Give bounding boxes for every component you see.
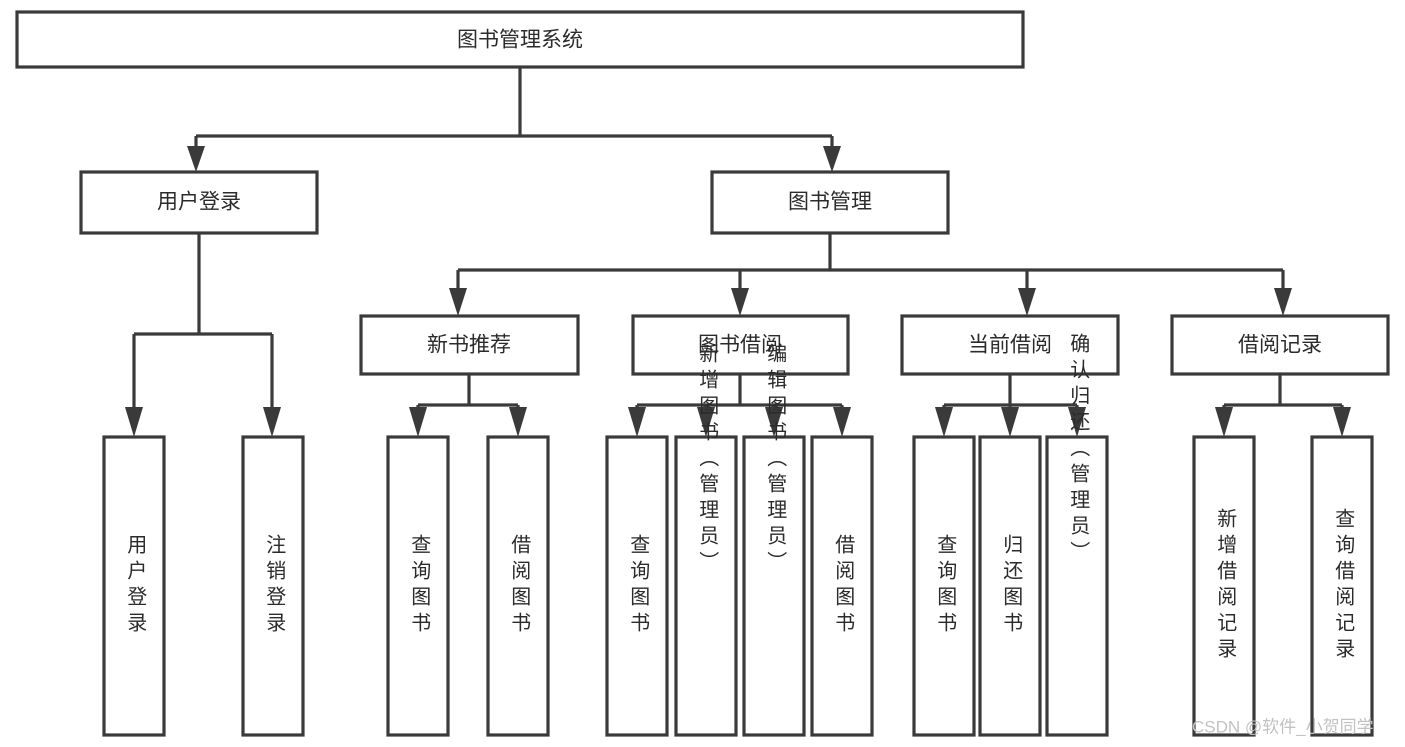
leaf-node-cb-query-book[interactable]: 查询图书: [912, 435, 976, 737]
csdn-watermark: CSDN @软件_小贺同学: [1192, 717, 1374, 736]
leaf-node-br-add-record-label: 新增借阅记录: [1214, 508, 1237, 664]
leaf-node-nb-query-book[interactable]: 查询图书: [386, 435, 450, 737]
node-book-management[interactable]: 图书管理: [710, 170, 950, 235]
arrow-head-leaf-br-2: [1333, 407, 1351, 437]
leaf-node-user-login[interactable]: 用户登录: [102, 435, 166, 737]
leaf-node-bb-borrow-book-box[interactable]: [810, 435, 874, 737]
node-borrow-records-label: 借阅记录: [1238, 334, 1322, 357]
connector-layer: [125, 67, 1351, 437]
leaf-node-nb-borrow-book-box[interactable]: [486, 435, 550, 737]
leaf-node-br-query-record-label: 查询借阅记录: [1332, 508, 1355, 664]
leaf-node-br-query-record[interactable]: 查询借阅记录: [1310, 435, 1374, 737]
leaf-node-cb-confirm-return-label: 确认归还（管理员）: [1067, 333, 1090, 567]
leaf-node-cb-return-book[interactable]: 归还图书: [978, 435, 1042, 737]
arrow-head-leaf-user-login: [125, 407, 143, 437]
arrow-head-current-borrow: [1018, 288, 1036, 316]
leaf-node-user-login-box[interactable]: [102, 435, 166, 737]
leaf-node-bb-add-book-label: 新增图书（管理员）: [696, 343, 719, 577]
node-new-book-recommend[interactable]: 新书推荐: [359, 314, 580, 376]
arrow-head-book-borrow: [731, 288, 749, 316]
node-current-borrow[interactable]: 当前借阅: [900, 314, 1120, 376]
leaf-node-cb-query-book-box[interactable]: [912, 435, 976, 737]
leaf-node-cb-return-book-box[interactable]: [978, 435, 1042, 737]
node-new-book-recommend-label: 新书推荐: [427, 334, 511, 357]
leaf-node-logout-label: 注销登录: [263, 534, 286, 638]
node-root-system[interactable]: 图书管理系统: [15, 10, 1025, 69]
leaf-node-logout-box[interactable]: [241, 435, 305, 737]
arrow-head-leaf-cb-3: [1068, 407, 1086, 437]
leaf-node-nb-query-book-label: 查询图书: [408, 534, 431, 638]
leaf-node-bb-borrow-book-label: 借阅图书: [832, 534, 855, 638]
arrow-head-leaf-bb-3: [765, 407, 783, 437]
arrow-head-borrow-records: [1274, 288, 1292, 316]
arrow-head-leaf-nb-1: [409, 407, 427, 437]
node-book-borrow[interactable]: 图书借阅: [631, 314, 850, 376]
arrow-head-leaf-bb-2: [697, 407, 715, 437]
leaf-node-user-login-label: 用户登录: [124, 534, 147, 638]
leaf-node-br-add-record-box[interactable]: [1192, 435, 1256, 737]
leaf-node-bb-add-book-box[interactable]: [674, 435, 738, 737]
arrow-head-user-login: [187, 146, 205, 172]
leaf-node-nb-borrow-book-label: 借阅图书: [508, 534, 531, 638]
leaf-node-nb-borrow-book[interactable]: 借阅图书: [486, 435, 550, 737]
leaf-node-bb-edit-book-box[interactable]: [742, 435, 806, 737]
arrow-head-leaf-logout: [263, 407, 281, 437]
node-user-login[interactable]: 用户登录: [79, 170, 319, 235]
leaf-node-nb-query-book-box[interactable]: [386, 435, 450, 737]
node-book-borrow-label: 图书借阅: [698, 334, 782, 357]
node-book-management-box[interactable]: [710, 170, 950, 235]
arrow-head-leaf-nb-2: [509, 407, 527, 437]
leaf-node-br-add-record[interactable]: 新增借阅记录: [1192, 435, 1256, 737]
leaf-node-bb-query-book-box[interactable]: [605, 435, 669, 737]
arrow-head-new-book: [449, 288, 467, 316]
arrow-head-leaf-bb-1: [628, 407, 646, 437]
arrow-head-leaf-cb-1: [935, 407, 953, 437]
leaf-node-bb-add-book[interactable]: 新增图书（管理员）: [674, 343, 738, 737]
leaf-node-bb-borrow-book[interactable]: 借阅图书: [810, 435, 874, 737]
node-borrow-records[interactable]: 借阅记录: [1170, 314, 1390, 376]
node-root-system-box[interactable]: [15, 10, 1025, 69]
leaf-node-cb-confirm-return-box[interactable]: [1045, 435, 1109, 737]
arrow-head-leaf-bb-4: [833, 407, 851, 437]
leaf-node-bb-query-book[interactable]: 查询图书: [605, 435, 669, 737]
leaf-node-br-query-record-box[interactable]: [1310, 435, 1374, 737]
leaf-node-cb-query-book-label: 查询图书: [934, 534, 957, 638]
node-book-management-label: 图书管理: [788, 191, 872, 214]
arrow-head-book-mgmt: [823, 146, 841, 172]
node-user-login-label: 用户登录: [157, 191, 241, 214]
node-current-borrow-label: 当前借阅: [968, 334, 1052, 357]
node-user-login-box[interactable]: [79, 170, 319, 235]
node-book-borrow-box[interactable]: [631, 314, 850, 376]
node-borrow-records-box[interactable]: [1170, 314, 1390, 376]
node-new-book-recommend-box[interactable]: [359, 314, 580, 376]
leaf-node-bb-query-book-label: 查询图书: [627, 534, 650, 638]
node-current-borrow-box[interactable]: [900, 314, 1120, 376]
leaf-node-bb-edit-book-label: 编辑图书（管理员）: [764, 343, 787, 577]
leaf-node-bb-edit-book[interactable]: 编辑图书（管理员）: [742, 343, 806, 737]
node-root-system-label: 图书管理系统: [457, 29, 583, 52]
leaf-node-cb-return-book-label: 归还图书: [1000, 534, 1023, 638]
arrow-head-leaf-cb-2: [1001, 407, 1019, 437]
arrow-head-leaf-br-1: [1215, 407, 1233, 437]
leaf-node-logout[interactable]: 注销登录: [241, 435, 305, 737]
leaf-node-cb-confirm-return[interactable]: 确认归还（管理员）: [1045, 333, 1109, 737]
